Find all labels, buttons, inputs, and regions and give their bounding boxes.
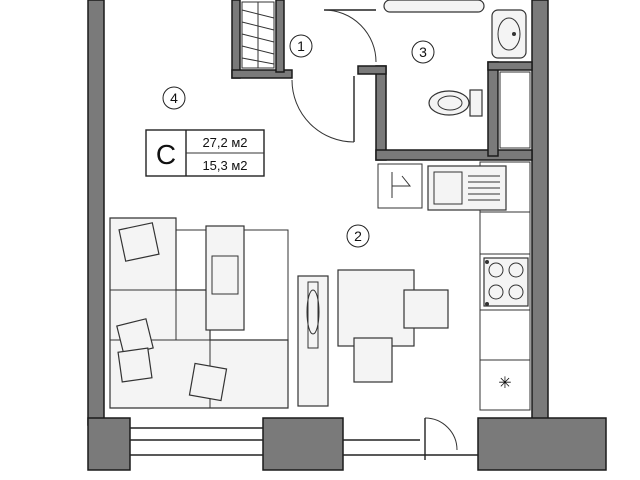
boiler-symbol	[391, 172, 412, 198]
shaft-wall-top	[487, 61, 533, 71]
shaft-wall	[487, 61, 499, 157]
bathroom-door-swing	[323, 9, 377, 63]
washbasin-bowl	[497, 17, 521, 51]
cushion-3	[117, 347, 153, 383]
tv-base	[306, 289, 320, 335]
room-4-marker	[162, 86, 186, 110]
ventilation-shaft	[499, 71, 531, 149]
freezer-icon: ✳	[498, 375, 511, 392]
entry-door-swing	[291, 79, 355, 143]
bathroom-wall-left	[375, 65, 387, 161]
tv-screen	[307, 281, 319, 349]
chair-right	[403, 289, 449, 329]
kitchen: ✳	[377, 161, 531, 411]
living-area	[109, 217, 289, 409]
stove-knob-1	[485, 260, 489, 264]
chair-bottom	[353, 337, 393, 383]
bottom-left-pier	[87, 417, 131, 471]
stove	[483, 257, 529, 307]
bathroom-fixtures	[383, 0, 531, 149]
bathtub	[383, 0, 485, 13]
dining-table	[337, 269, 415, 347]
tv-stand	[297, 275, 329, 407]
interior-walls	[231, 0, 533, 161]
room-2-label: 2	[354, 228, 362, 244]
sink-bowl	[433, 171, 463, 205]
dining-area	[297, 269, 449, 407]
burner-3	[488, 284, 504, 300]
balcony-door-swing	[424, 417, 458, 451]
burner-4	[508, 284, 524, 300]
bathroom-wall-bottom	[375, 149, 533, 161]
toilet-bowl	[428, 90, 470, 116]
wardrobe-wall-right	[275, 0, 285, 73]
room-3-label: 3	[419, 44, 427, 60]
cushion-1	[118, 222, 160, 262]
bottom-right-pier	[477, 417, 607, 471]
burner-2	[508, 262, 524, 278]
toilet-seat	[437, 95, 463, 111]
wardrobe-wall-bottom	[231, 69, 293, 79]
area-legend: C 27,2 м2 15,3 м2	[145, 129, 265, 177]
wardrobe	[241, 1, 275, 69]
bottom-middle-pier	[262, 417, 344, 471]
kitchen-counter	[479, 161, 531, 411]
doors	[291, 9, 458, 460]
total-area: 27,2 м2	[202, 135, 247, 150]
burner-1	[488, 262, 504, 278]
wardrobe-wall-left	[231, 0, 241, 79]
apartment-type-letter: C	[156, 139, 176, 170]
toilet-tank	[469, 89, 483, 117]
cushion-4	[188, 362, 228, 402]
room-4-label: 4	[170, 90, 178, 106]
right-wall	[531, 0, 549, 426]
washbasin	[491, 9, 527, 59]
room-1-label: 1	[297, 38, 305, 54]
bathroom-wall-stub	[357, 65, 387, 75]
boiler-box	[377, 163, 423, 209]
room-1-marker	[289, 34, 313, 58]
room-numbers: 1 2 3 4	[162, 34, 435, 248]
outer-walls	[87, 0, 607, 471]
room-2-marker	[346, 224, 370, 248]
washbasin-drain	[512, 32, 516, 36]
coffee-table-top	[211, 255, 239, 295]
stove-knob-2	[485, 302, 489, 306]
room-3-marker	[411, 40, 435, 64]
living-area: 15,3 м2	[202, 158, 247, 173]
left-wall	[87, 0, 105, 426]
